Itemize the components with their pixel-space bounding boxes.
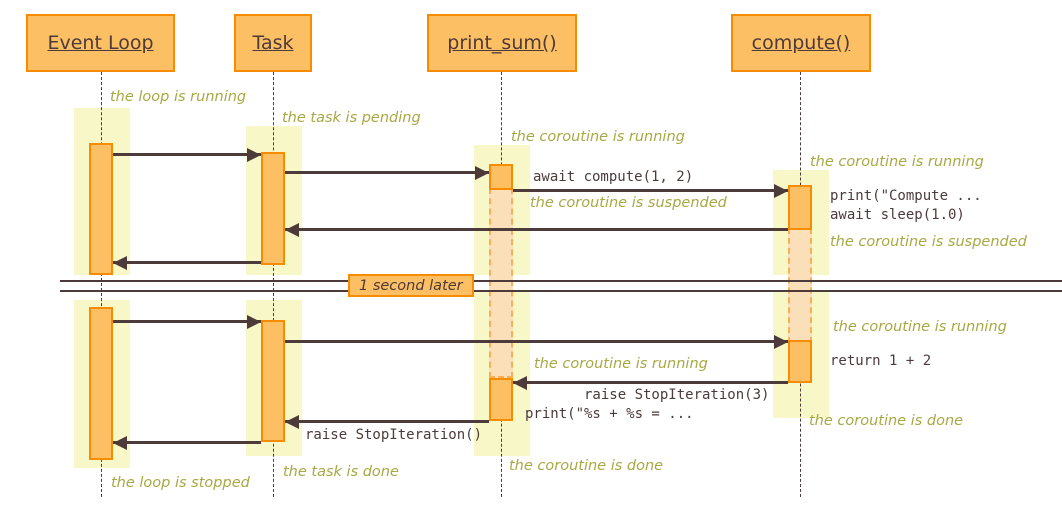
state-note-print-sum-done: the coroutine is done xyxy=(509,458,664,474)
activation-print-sum-2 xyxy=(489,378,513,421)
state-note-task-done: the task is done xyxy=(283,464,399,480)
state-note-compute-done: the coroutine is done xyxy=(809,413,964,429)
state-note-compute-suspended: the coroutine is suspended xyxy=(830,234,1027,250)
activation-compute-suspended xyxy=(788,228,812,343)
activation-print-sum-1 xyxy=(489,164,513,190)
message-8-label: raise StopIteration(3) xyxy=(584,387,770,403)
activation-event-loop-2 xyxy=(89,307,113,460)
state-note-print-sum-running: the coroutine is running xyxy=(511,129,685,145)
lifeline-event-loop xyxy=(101,72,102,497)
activation-task-1 xyxy=(261,152,285,265)
message-6-arrowhead xyxy=(247,315,261,329)
message-3-line xyxy=(513,189,788,192)
message-9-arrowhead xyxy=(285,415,299,429)
code-label-compute-print: print("Compute ... xyxy=(830,188,982,204)
message-9-line xyxy=(285,420,489,423)
participant-compute-label: compute() xyxy=(751,32,851,54)
participant-compute[interactable]: compute() xyxy=(731,14,871,72)
participant-event-loop-label: Event Loop xyxy=(47,32,154,54)
message-8-line xyxy=(513,381,788,384)
state-note-compute-running-1: the coroutine is running xyxy=(810,154,984,170)
participant-task-label: Task xyxy=(252,32,294,54)
state-note-compute-running-2: the coroutine is running xyxy=(833,319,1007,335)
participant-print-sum[interactable]: print_sum() xyxy=(427,14,577,72)
message-10-line xyxy=(113,441,261,444)
divider-label-box: 1 second later xyxy=(348,274,474,297)
message-3-label: await compute(1, 2) xyxy=(533,169,694,185)
message-4-arrowhead xyxy=(285,223,299,237)
state-note-task-pending: the task is pending xyxy=(282,110,421,126)
message-2-line xyxy=(285,171,489,174)
message-1-line xyxy=(113,153,261,156)
activation-print-sum-suspended xyxy=(489,188,513,378)
message-3-arrowhead xyxy=(774,184,788,198)
message-1-arrowhead xyxy=(247,148,261,162)
activation-task-2 xyxy=(261,320,285,442)
participant-event-loop[interactable]: Event Loop xyxy=(26,14,175,72)
code-label-compute-sleep: await sleep(1.0) xyxy=(830,207,965,223)
message-2-arrowhead xyxy=(475,166,489,180)
lifeline-task xyxy=(273,72,274,497)
code-label-print-sum-print: print("%s + %s = ... xyxy=(525,406,694,422)
message-6-line xyxy=(113,320,261,323)
activation-compute-1 xyxy=(788,185,812,230)
message-8-arrowhead xyxy=(513,376,527,390)
code-label-compute-return: return 1 + 2 xyxy=(830,353,932,369)
message-9-label: raise StopIteration() xyxy=(305,427,483,443)
state-note-print-sum-suspended: the coroutine is suspended xyxy=(530,195,727,211)
message-5-line xyxy=(113,261,261,264)
divider-rule-top xyxy=(60,280,1062,282)
divider-rule-bottom xyxy=(60,290,1062,292)
state-note-print-sum-running-2: the coroutine is running xyxy=(534,356,708,372)
message-5-arrowhead xyxy=(113,256,127,270)
participant-print-sum-label: print_sum() xyxy=(447,32,557,54)
message-7-arrowhead xyxy=(774,335,788,349)
message-7-line xyxy=(285,340,788,343)
state-note-loop-running: the loop is running xyxy=(110,89,247,105)
activation-event-loop-1 xyxy=(89,143,113,275)
participant-task[interactable]: Task xyxy=(234,14,312,72)
message-10-arrowhead xyxy=(113,436,127,450)
activation-compute-2 xyxy=(788,340,812,383)
message-4-line xyxy=(285,228,788,231)
divider-label: 1 second later xyxy=(359,277,463,294)
state-note-loop-stopped: the loop is stopped xyxy=(111,475,250,491)
